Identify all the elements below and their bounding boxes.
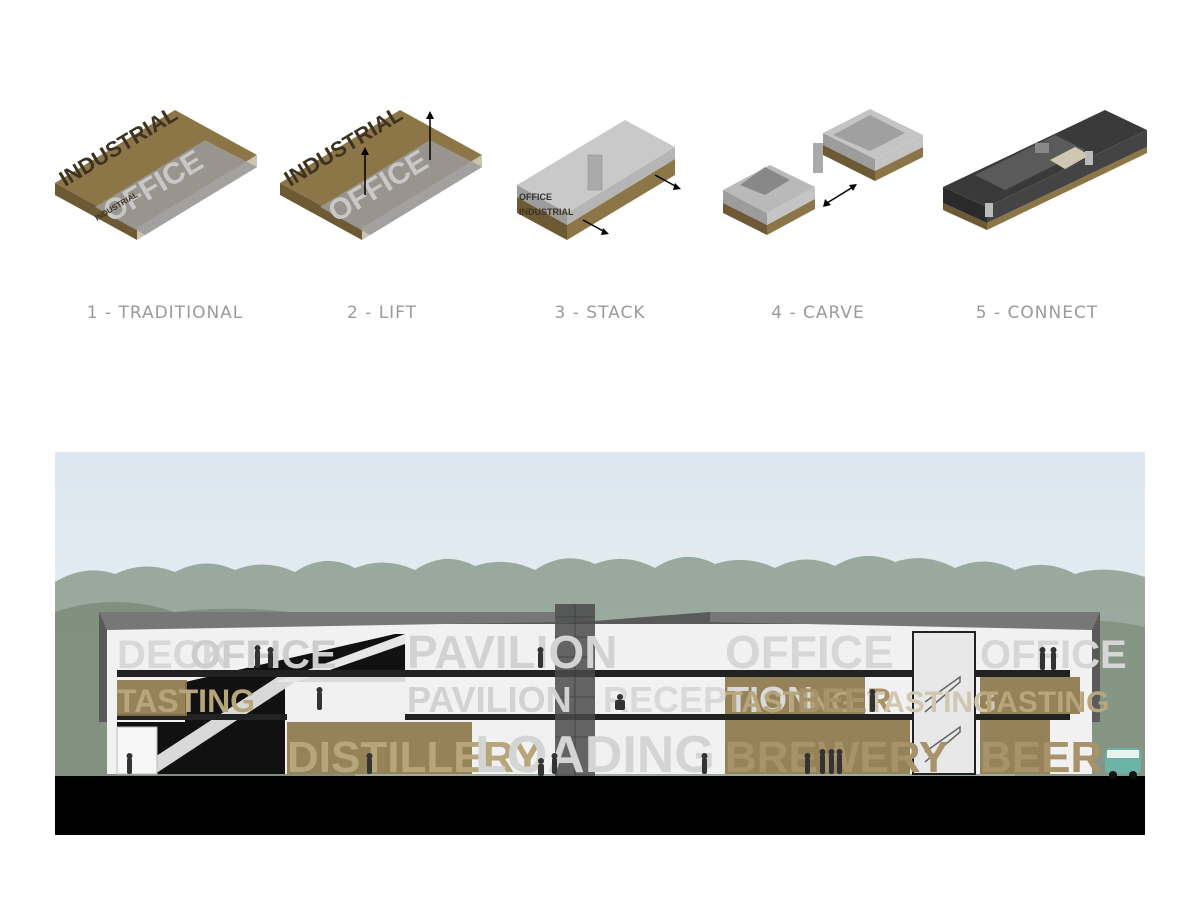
building-section: DECK OFFICE TASTING PAVILION OFFICE OFFI… bbox=[55, 452, 1145, 835]
label-tasting-left: TASTING bbox=[117, 683, 255, 719]
van bbox=[1105, 748, 1141, 779]
caption-carve: 4 - CARVE bbox=[771, 303, 865, 323]
diagram-stack: OFFICE INDUSTRIAL bbox=[505, 95, 725, 275]
stack-arrow bbox=[582, 219, 606, 233]
caption-traditional: 1 - TRADITIONAL bbox=[86, 303, 244, 323]
ground bbox=[55, 776, 1145, 835]
caption-stack: 3 - STACK bbox=[554, 303, 646, 323]
diagram-connect bbox=[935, 95, 1155, 275]
diagram-lift: INDUSTRIAL OFFICE bbox=[270, 95, 490, 275]
label-beer-right: BEER bbox=[980, 733, 1102, 782]
diagram-carve bbox=[715, 95, 935, 275]
label-distillery: DISTILLERY bbox=[287, 733, 542, 782]
diagram-traditional: INDUSTRIAL OFFICE INDUSTRIAL bbox=[45, 95, 265, 275]
carve-arrow bbox=[826, 186, 854, 204]
label-brewery: BREWERY bbox=[725, 733, 948, 782]
label-reception: RECEPTION bbox=[603, 679, 813, 720]
caption-connect: 5 - CONNECT bbox=[975, 303, 1099, 323]
label-deck: DECK bbox=[117, 633, 230, 677]
label-pavilion-mid: PAVILION bbox=[407, 679, 572, 720]
stack-arrow bbox=[654, 174, 678, 188]
people-silhouettes bbox=[126, 645, 1057, 776]
label-beer-mid: BEER bbox=[797, 682, 891, 720]
office-label: OFFICE bbox=[519, 192, 552, 202]
label-tasting-right: TASTING bbox=[867, 686, 996, 719]
label-office-center: OFFICE bbox=[725, 626, 894, 678]
label-pavilion-upper: PAVILION bbox=[407, 626, 617, 678]
caption-lift: 2 - LIFT bbox=[346, 303, 418, 323]
label-loading: LOADING bbox=[475, 726, 715, 784]
label-tasting-mid: TASTING bbox=[725, 686, 854, 719]
label-tasting-far: TASTING bbox=[980, 686, 1109, 719]
label-office-left: OFFICE bbox=[190, 633, 337, 677]
industrial-label: INDUSTRIAL bbox=[519, 207, 574, 217]
